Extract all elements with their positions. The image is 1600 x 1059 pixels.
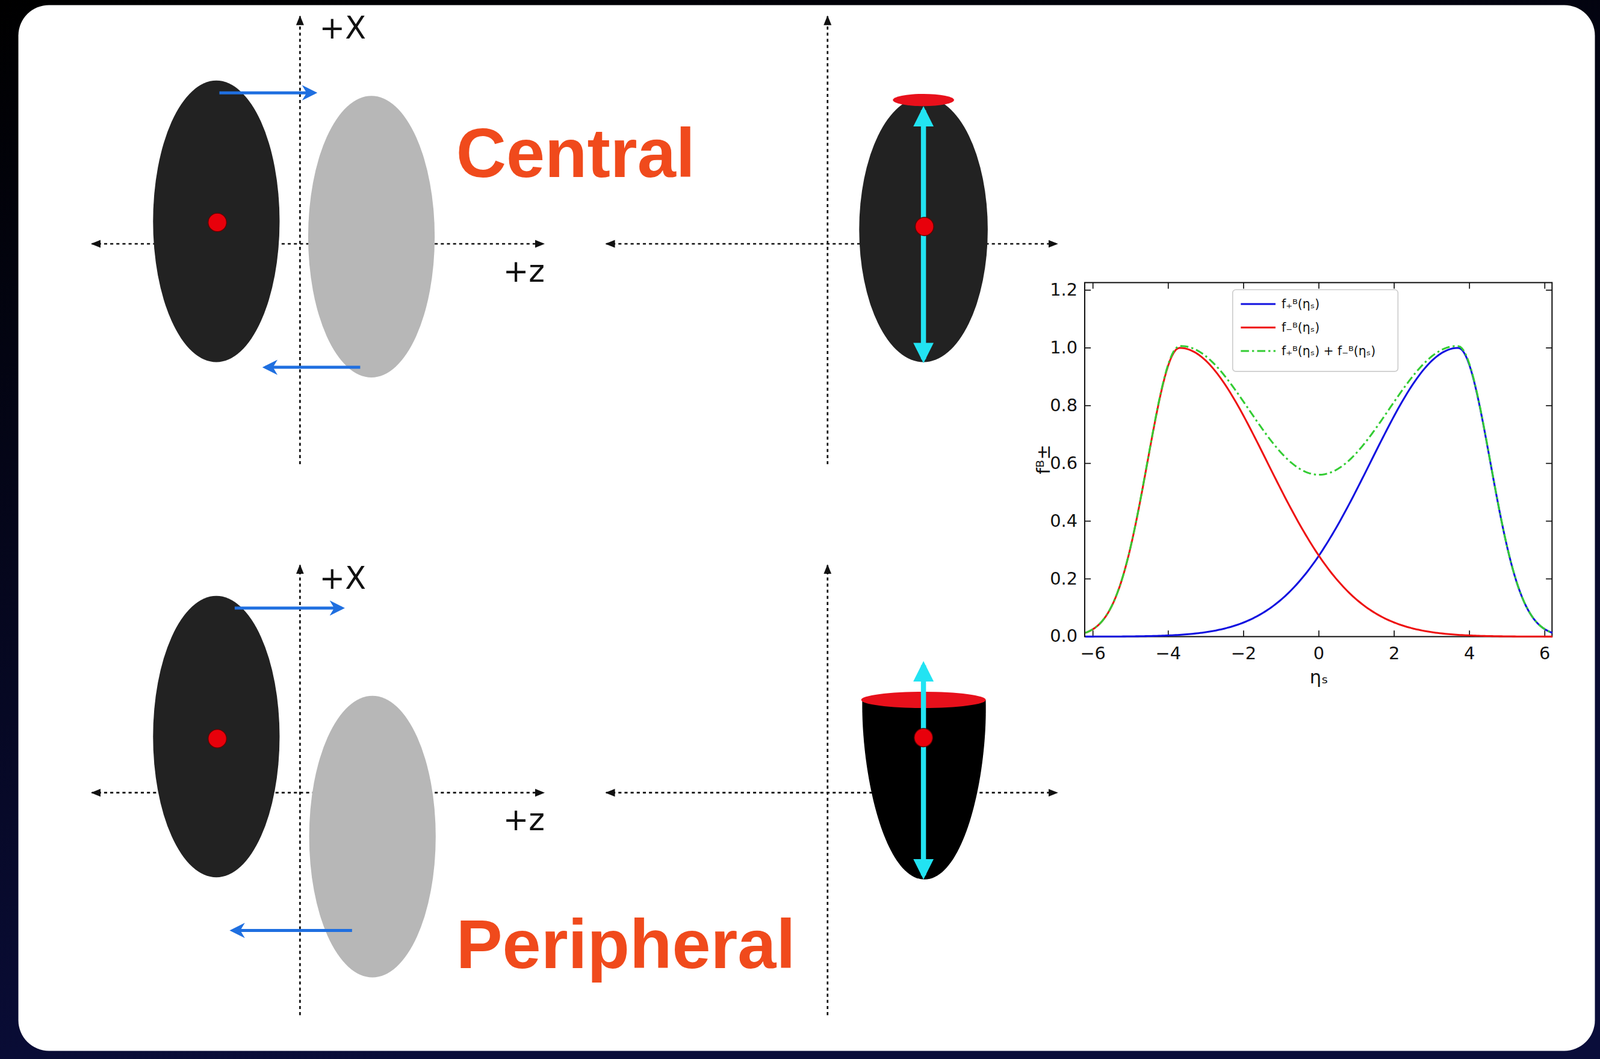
chart-axis-text: 0.2: [1049, 569, 1078, 589]
legend-sample: [1240, 302, 1276, 305]
chart-axis-text: 0.0: [1049, 627, 1078, 647]
curve: [1085, 347, 1553, 637]
chart-axis-text: 1.0: [1049, 338, 1078, 358]
chart-axis-text: −2: [1231, 644, 1257, 664]
legend-text: f₋ᴮ(ηₛ): [1281, 320, 1320, 335]
axis-label: +X: [319, 561, 366, 596]
central-collision: [92, 16, 545, 465]
legend-box: [1232, 289, 1399, 372]
chart-axis-text: 6: [1539, 644, 1551, 664]
chart-axis-text: fᴮ±: [1033, 444, 1055, 474]
chart-axis-text: 0.6: [1049, 453, 1078, 474]
chart-axis-text: 0.8: [1049, 396, 1078, 416]
chart-axis-text: 0: [1313, 644, 1325, 664]
curve: [1085, 347, 1553, 637]
chart-axis-text: ηₛ: [1309, 666, 1329, 688]
legend-sample: [1240, 349, 1276, 352]
axis-label: +z: [503, 803, 545, 837]
chart-axis-text: −6: [1079, 644, 1106, 664]
chart-axis-text: 4: [1463, 644, 1475, 664]
chart-axis-text: 2: [1388, 644, 1400, 664]
collision-title: Central: [456, 114, 696, 192]
legend-text: f₊ᴮ(ηₛ): [1281, 297, 1320, 311]
axis-label: +z: [503, 254, 545, 289]
chart-axis-text: 0.4: [1049, 511, 1078, 531]
collision-title: Peripheral: [456, 905, 796, 982]
legend-text: f₊ᴮ(ηₛ) + f₋ᴮ(ηₛ): [1281, 344, 1376, 358]
axis-label: +X: [319, 11, 366, 46]
chart: [1084, 282, 1553, 637]
central-fireball: [606, 16, 1058, 465]
legend-sample: [1240, 326, 1276, 329]
chart-axis-text: 1.2: [1049, 280, 1078, 300]
panel: [18, 4, 1596, 1051]
curve: [1085, 346, 1553, 633]
chart-axis-text: −4: [1155, 644, 1182, 664]
